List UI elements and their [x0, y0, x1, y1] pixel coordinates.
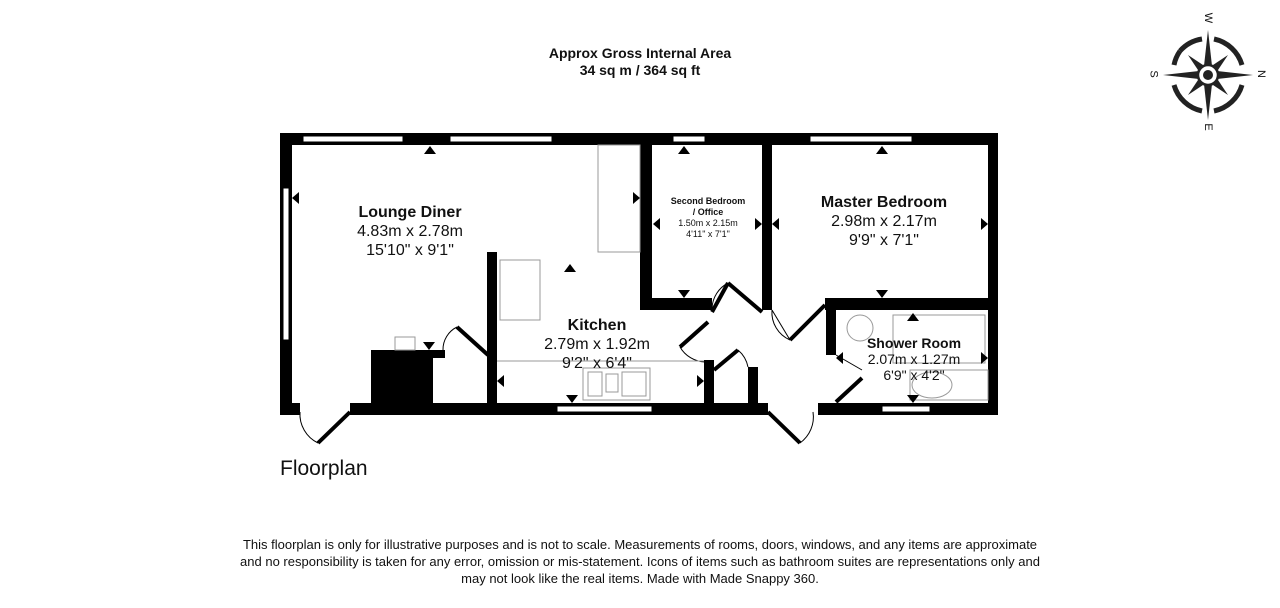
- direction-markers: [292, 146, 988, 403]
- room-second-bedroom: Second Bedroom / Office 1.50m x 2.15m 4'…: [671, 196, 746, 240]
- room-imperial: 15'10" x 9'1": [366, 242, 454, 259]
- room-name: Master Bedroom: [820, 194, 948, 211]
- windows: [282, 135, 931, 413]
- compass-label-top: W: [1202, 12, 1214, 24]
- room-master-bedroom: Master Bedroom 2.98m x 2.17m 9'9" x 7'1": [821, 193, 947, 250]
- room-name: Kitchen: [567, 317, 627, 334]
- room-metric: 4.83m x 2.78m: [357, 223, 463, 240]
- compass-label-left: S: [1147, 70, 1160, 78]
- area-value: 34 sq m / 364 sq ft: [579, 62, 701, 78]
- room-imperial: 6'9" x 4'2": [883, 367, 945, 383]
- floor-label: Floorplan: [280, 457, 368, 480]
- room-name: Second Bedroom: [670, 196, 746, 206]
- compass-icon: [1163, 30, 1253, 120]
- room-shower-room: Shower Room 2.07m x 1.27m 6'9" x 4'2": [867, 335, 961, 383]
- doors: [299, 281, 864, 445]
- room-kitchen: Kitchen 2.79m x 1.92m 9'2" x 6'4": [544, 316, 650, 373]
- fixtures: [394, 144, 989, 401]
- disclaimer-line: and no responsibility is taken for any e…: [240, 554, 1040, 569]
- room-name: Lounge Diner: [358, 204, 462, 221]
- room-metric: 2.98m x 2.17m: [831, 213, 937, 230]
- room-imperial: 9'2" x 6'4": [562, 355, 632, 372]
- room-imperial: 4'11" x 7'1": [686, 229, 730, 239]
- disclaimer: This floorplan is only for illustrative …: [240, 536, 1040, 587]
- room-metric: 1.50m x 2.15m: [678, 218, 738, 228]
- disclaimer-line: may not look like the real items. Made w…: [461, 571, 819, 586]
- room-lounge-diner: Lounge Diner 4.83m x 2.78m 15'10" x 9'1": [357, 203, 463, 260]
- room-metric: 2.07m x 1.27m: [867, 351, 961, 367]
- room-imperial: 9'9" x 7'1": [849, 232, 919, 249]
- compass-label-right: N: [1254, 70, 1267, 78]
- room-name: Shower Room: [866, 335, 962, 351]
- area-title: Approx Gross Internal Area: [548, 45, 732, 61]
- header: Approx Gross Internal Area 34 sq m / 364…: [549, 45, 731, 79]
- disclaimer-line: This floorplan is only for illustrative …: [242, 537, 1038, 552]
- compass-label-bottom: E: [1202, 123, 1214, 131]
- room-name-line2: / Office: [692, 207, 724, 217]
- room-metric: 2.79m x 1.92m: [544, 336, 650, 353]
